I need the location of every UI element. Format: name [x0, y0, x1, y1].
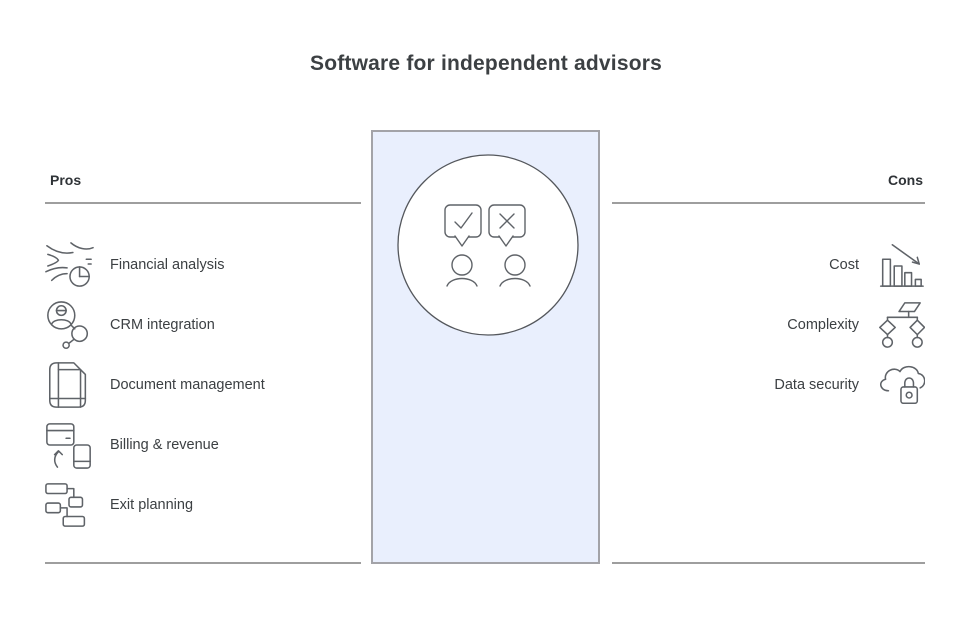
list-item-label: Billing & revenue — [110, 437, 219, 453]
list-item: Exit planning — [44, 480, 193, 530]
list-item-label: Exit planning — [110, 497, 194, 513]
center-panel — [371, 130, 600, 564]
list-item-label: Cost — [829, 257, 859, 273]
list-item-label: Data security — [774, 377, 859, 393]
list-item: Billing & revenue — [44, 420, 219, 470]
list-item: Financial analysis — [44, 240, 224, 290]
cost-decline-chart-icon — [875, 240, 925, 290]
crm-integration-icon — [44, 300, 94, 350]
cons-bottom-divider — [612, 562, 925, 564]
list-item: Complexity — [787, 300, 926, 350]
billing-revenue-icon — [44, 420, 94, 470]
exit-planning-icon — [44, 480, 94, 530]
pros-bottom-divider — [45, 562, 361, 564]
document-management-icon — [44, 360, 94, 410]
page-title: Software for independent advisors — [310, 52, 662, 75]
cons-heading: Cons — [888, 172, 923, 188]
list-item-label: Document management — [110, 377, 265, 393]
cloud-lock-icon — [875, 360, 926, 410]
pros-heading: Pros — [50, 172, 82, 188]
list-item: Document management — [44, 360, 265, 410]
list-item: CRM integration — [44, 300, 215, 350]
list-item: Cost — [829, 240, 925, 290]
list-item-label: Complexity — [787, 317, 859, 333]
financial-analysis-icon — [44, 240, 94, 290]
cons-top-divider — [612, 202, 925, 204]
list-item: Data security — [774, 360, 926, 410]
pros-top-divider — [45, 202, 361, 204]
complexity-flowchart-icon — [875, 300, 926, 350]
list-item-label: CRM integration — [110, 317, 215, 333]
list-item-label: Financial analysis — [110, 257, 225, 273]
